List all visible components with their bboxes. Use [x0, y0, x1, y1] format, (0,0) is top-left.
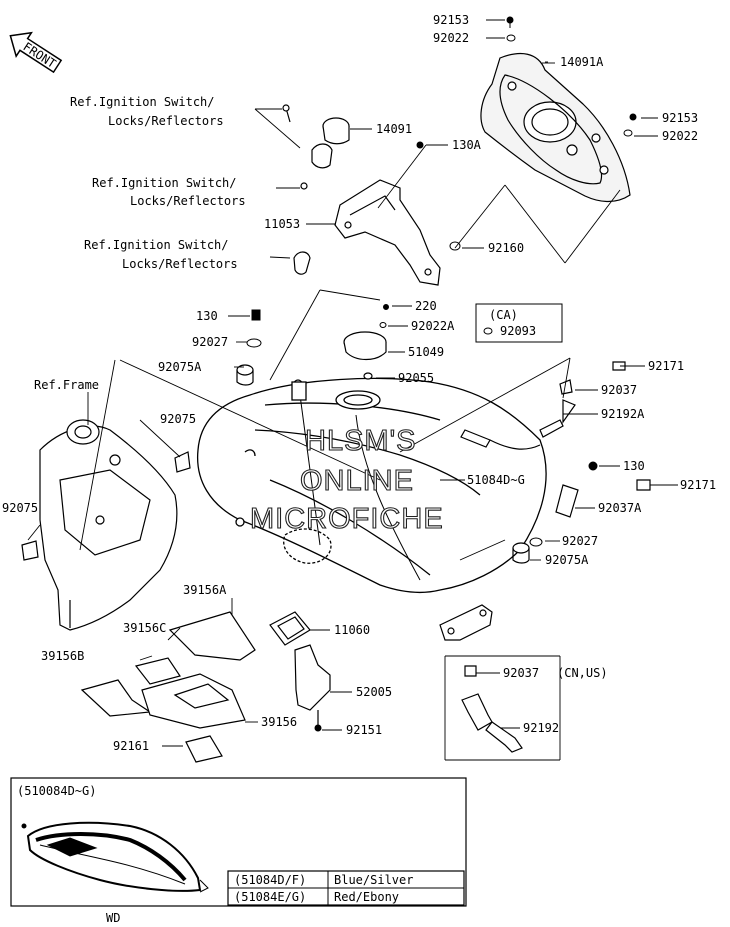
label-ca: (CA) [489, 308, 518, 322]
label-14091: 14091 [376, 122, 412, 136]
label-51049: 51049 [408, 345, 444, 359]
bolts-washers [246, 16, 637, 732]
tank-graphic-icon [21, 821, 209, 893]
label-92022-right: 92022 [662, 129, 698, 143]
label-ref-ignition-3a: Ref.Ignition Switch/ [84, 238, 229, 252]
leader-lines [27, 19, 678, 761]
fuel-tank-51084 [196, 377, 547, 594]
inset-box: (510084D~G) WD [10, 777, 467, 925]
label-92037A: 92037A [598, 501, 642, 515]
label-92075A-right: 92075A [545, 553, 589, 567]
label-ref-ignition-3b: Locks/Reflectors [122, 257, 238, 271]
label-52005: 52005 [356, 685, 392, 699]
label-92075-mid: 92075 [160, 412, 196, 426]
cap-51049 [343, 331, 387, 380]
instrument-cover-14091A [480, 52, 631, 203]
color-table-row2-color: Red/Ebony [334, 890, 399, 904]
label-ref-frame: Ref.Frame [34, 378, 99, 392]
label-92192: 92192 [523, 721, 559, 735]
frame-section [39, 419, 178, 631]
label-cn-us: (CN,US) [557, 666, 608, 680]
label-ref-ignition-2a: Ref.Ignition Switch/ [92, 176, 237, 190]
label-92075-left: 92075 [2, 501, 38, 515]
label-11060: 11060 [334, 623, 370, 637]
label-14091A: 14091A [560, 55, 604, 69]
label-92055: 92055 [398, 371, 434, 385]
label-130-left: 130 [196, 309, 218, 323]
gasket-bracket [269, 611, 331, 728]
label-92093: 92093 [500, 324, 536, 338]
label-92171-right: 92171 [680, 478, 716, 492]
front-arrow-icon: FRONT [9, 31, 63, 74]
label-92160: 92160 [488, 241, 524, 255]
label-92192A: 92192A [601, 407, 645, 421]
color-table-row2-code: (51084E/G) [234, 890, 306, 904]
hoses-and-clamps [460, 361, 651, 753]
label-39156A: 39156A [183, 583, 227, 597]
label-220: 220 [415, 299, 437, 313]
label-51084: 51084D~G [467, 473, 525, 487]
label-92153-top: 92153 [433, 13, 469, 27]
inset-title: (510084D~G) [17, 784, 96, 798]
color-table: (51084D/F) Blue/Silver (51084E/G) Red/Eb… [227, 870, 465, 906]
color-table-row1-color: Blue/Silver [334, 873, 413, 887]
label-92171-top: 92171 [648, 359, 684, 373]
label-130A: 130A [452, 138, 482, 152]
label-ref-ignition-1a: Ref.Ignition Switch/ [70, 95, 215, 109]
label-ref-ignition-2b: Locks/Reflectors [130, 194, 246, 208]
label-92037-top: 92037 [601, 383, 637, 397]
watermark-line1: HLSM'S [305, 425, 416, 457]
part-labels: 92153 92022 14091A Ref.Ignition Switch/ … [2, 13, 716, 753]
label-92161: 92161 [113, 739, 149, 753]
inset-caption: WD [106, 911, 120, 925]
label-92037-bottom: 92037 [503, 666, 539, 680]
watermark: HLSM'S ONLINE MICROFICHE [249, 424, 444, 535]
watermark-line3: MICROFICHE [250, 503, 444, 535]
label-92022-top: 92022 [433, 31, 469, 45]
color-table-row1-code: (51084D/F) [234, 873, 306, 887]
label-92027-left: 92027 [192, 335, 228, 349]
ignition-switch-parts [282, 104, 350, 275]
bracket-11053 [334, 179, 441, 286]
grommets [21, 364, 530, 564]
label-92022A: 92022A [411, 319, 455, 333]
label-11053: 11053 [264, 217, 300, 231]
label-ref-ignition-1b: Locks/Reflectors [108, 114, 224, 128]
label-92075A-left: 92075A [158, 360, 202, 374]
watermark-line2: ONLINE [300, 465, 414, 497]
label-39156: 39156 [261, 715, 297, 729]
label-39156B: 39156B [41, 649, 84, 663]
tank-rear-bracket [439, 604, 493, 641]
label-130-right: 130 [623, 459, 645, 473]
label-92151: 92151 [346, 723, 382, 737]
label-92153-right: 92153 [662, 111, 698, 125]
label-39156C: 39156C [123, 621, 166, 635]
label-92027-right: 92027 [562, 534, 598, 548]
ca-box [475, 303, 563, 343]
insulator-pads [80, 611, 256, 763]
